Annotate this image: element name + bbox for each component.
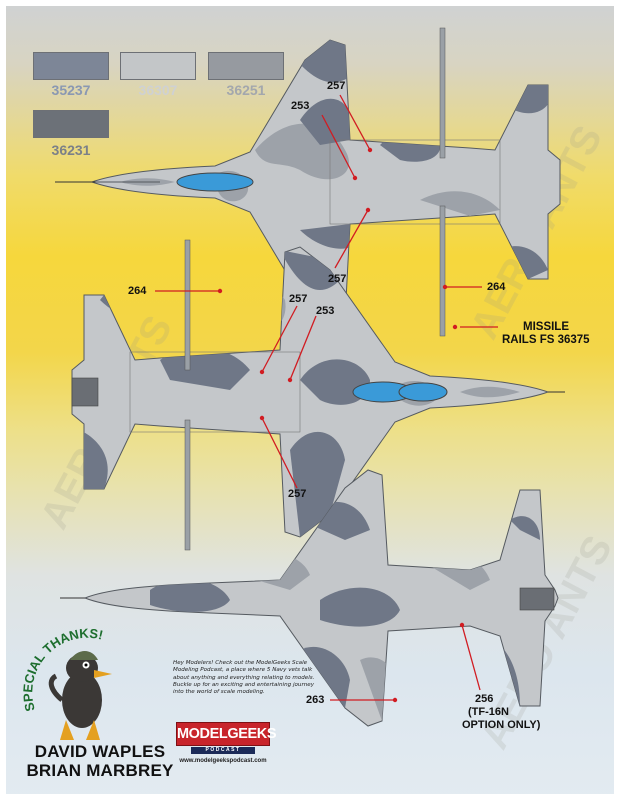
podcast-url[interactable]: www.modelgeekspodcast.com: [179, 758, 267, 764]
callout-256-option-2: OPTION ONLY): [462, 719, 541, 731]
callout-256-option-1: (TF-16N: [468, 706, 509, 718]
callout-missile-rails-2: RAILS FS 36375: [502, 334, 590, 346]
thanks-name-2: BRIAN MARBREY: [26, 761, 174, 780]
swatch-code-36231: 36231: [51, 142, 91, 158]
podcast-promo-text: Hey Modelers! Check out the ModelGeeks S…: [173, 660, 315, 696]
callout-257-top-b: 257: [328, 273, 347, 285]
callout-dots: [217, 147, 465, 703]
callout-253-mid: 253: [316, 305, 335, 317]
callout-lines: [155, 94, 498, 701]
callout-263: 263: [306, 694, 325, 706]
modelgeeks-logo-sub: PODCAST: [191, 747, 255, 754]
color-swatch-36307: [120, 52, 196, 80]
callout-257-top-a: 257: [327, 80, 346, 92]
swatch-code-35237: 35237: [51, 82, 91, 98]
callout-256: 256: [475, 693, 494, 705]
callout-264-right: 264: [487, 281, 506, 293]
mascot-duck-illustration: [48, 651, 112, 740]
callout-264-left: 264: [128, 285, 147, 297]
swatch-code-36251: 36251: [226, 82, 266, 98]
color-swatch-35237: [33, 52, 109, 80]
callout-missile-rails-1: MISSILE: [523, 321, 570, 333]
swatch-code-36307: 36307: [138, 82, 178, 98]
thanks-name-1: DAVID WAPLES: [34, 742, 166, 761]
color-swatch-36231: [33, 110, 109, 138]
callout-253-top: 253: [291, 100, 310, 112]
callout-257-mid-b: 257: [288, 488, 307, 500]
callout-257-mid-a: 257: [289, 293, 308, 305]
modelgeeks-logo: MODELGEEKS: [176, 722, 277, 746]
color-swatch-36251: [208, 52, 284, 80]
